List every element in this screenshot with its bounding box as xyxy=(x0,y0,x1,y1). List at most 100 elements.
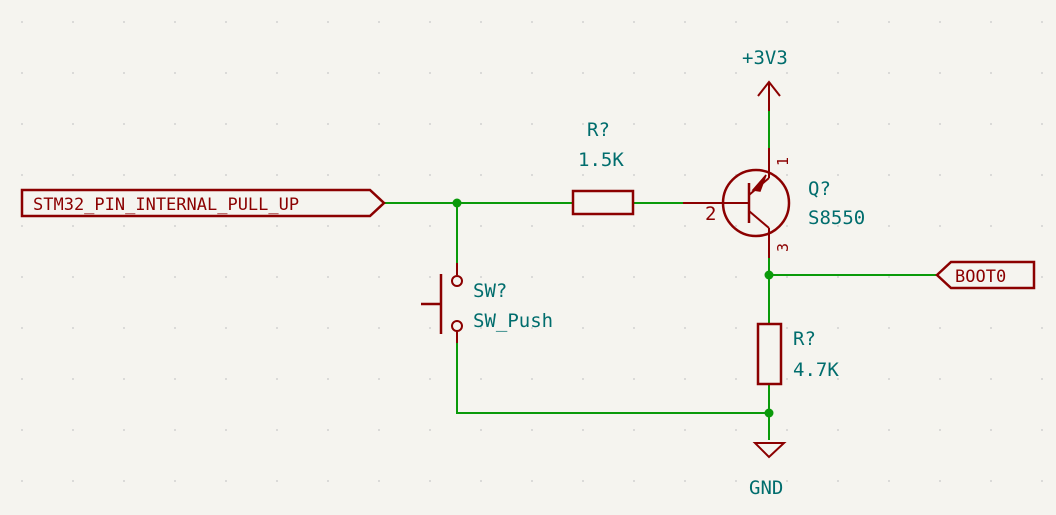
grid-dot xyxy=(225,429,227,431)
grid-dot xyxy=(633,72,635,74)
grid-dot xyxy=(429,174,431,176)
grid-dot xyxy=(225,21,227,23)
grid-dot xyxy=(1041,123,1043,125)
input-label[interactable]: STM32_PIN_INTERNAL_PULL_UP xyxy=(20,188,386,218)
grid-dot xyxy=(174,480,176,482)
grid-dot xyxy=(837,21,839,23)
wires xyxy=(384,111,937,440)
grid-dot xyxy=(480,276,482,278)
grid-dot xyxy=(888,21,890,23)
grid-dot xyxy=(990,123,992,125)
grid-dot xyxy=(837,378,839,380)
grid-dot xyxy=(990,21,992,23)
transistor-body xyxy=(721,168,791,238)
grid-dot xyxy=(378,21,380,23)
grid-dot xyxy=(225,480,227,482)
grid-dot xyxy=(582,21,584,23)
grid-dot xyxy=(633,276,635,278)
resistor-r1[interactable]: R? 1.5K xyxy=(571,119,635,216)
grid-dot xyxy=(21,72,23,74)
resistor-r2[interactable]: R? 4.7K xyxy=(756,322,839,386)
grid-dot xyxy=(378,174,380,176)
grid-dot xyxy=(72,378,74,380)
grid-dot xyxy=(72,480,74,482)
grid-dot xyxy=(990,225,992,227)
grid-dot xyxy=(21,123,23,125)
grid-dot xyxy=(531,21,533,23)
grid-dot xyxy=(123,276,125,278)
grid-dot xyxy=(786,123,788,125)
boot0-label-outline xyxy=(935,260,1036,290)
vcc-symbol[interactable]: +3V3 xyxy=(742,47,788,111)
grid-dot xyxy=(327,429,329,431)
gnd-label: GND xyxy=(749,477,783,499)
resistor-r1-ref: R? xyxy=(587,119,610,141)
grid-dot xyxy=(174,174,176,176)
grid-dot xyxy=(276,276,278,278)
grid-dot xyxy=(1041,378,1043,380)
grid-dot xyxy=(327,174,329,176)
grid-dot xyxy=(735,225,737,227)
grid-dot xyxy=(888,225,890,227)
grid-dot xyxy=(276,480,278,482)
grid-dot xyxy=(378,123,380,125)
grid-dot xyxy=(786,21,788,23)
grid-dot xyxy=(990,72,992,74)
grid-dot xyxy=(888,123,890,125)
grid-dot xyxy=(888,327,890,329)
grid-dot xyxy=(429,327,431,329)
wire-switch-to-gnd xyxy=(456,343,769,414)
grid-dot xyxy=(1041,429,1043,431)
grid-dot xyxy=(939,327,941,329)
grid-dot xyxy=(684,72,686,74)
grid-dot xyxy=(531,327,533,329)
grid-dot xyxy=(582,276,584,278)
grid-dot xyxy=(123,480,125,482)
resistor-r2-body xyxy=(756,322,783,386)
grid-dot xyxy=(480,72,482,74)
grid-dot xyxy=(480,480,482,482)
grid-dot xyxy=(480,378,482,380)
grid-dot xyxy=(327,480,329,482)
transistor-pin-1: 1 xyxy=(774,157,792,166)
grid-dot xyxy=(735,480,737,482)
transistor-value: S8550 xyxy=(808,207,865,229)
grid-dot xyxy=(276,21,278,23)
grid-dot xyxy=(837,429,839,431)
grid-dot xyxy=(939,21,941,23)
gnd-symbol[interactable]: GND xyxy=(749,442,787,499)
grid-dot xyxy=(888,72,890,74)
grid-dot xyxy=(276,378,278,380)
grid-dot xyxy=(225,276,227,278)
grid-dot xyxy=(378,429,380,431)
junction-boot0-node xyxy=(764,270,774,280)
grid-dot xyxy=(786,72,788,74)
boot0-label[interactable]: BOOT0 xyxy=(935,260,1036,290)
grid-dot xyxy=(480,225,482,227)
grid-dot xyxy=(531,225,533,227)
switch-value: SW_Push xyxy=(473,310,553,332)
grid-dot xyxy=(378,480,380,482)
gnd-triangle-icon xyxy=(752,442,787,459)
boot0-label-text: BOOT0 xyxy=(955,267,1006,287)
grid-dot xyxy=(174,327,176,329)
grid-dot xyxy=(276,72,278,74)
grid-dot xyxy=(123,225,125,227)
grid-dot xyxy=(786,327,788,329)
transistor-q1[interactable]: 1 2 3 Q? S8550 xyxy=(683,148,865,258)
grid-dot xyxy=(429,21,431,23)
grid-dot xyxy=(327,276,329,278)
grid-dot xyxy=(429,429,431,431)
grid-dot xyxy=(225,174,227,176)
grid-dot xyxy=(123,123,125,125)
grid-dot xyxy=(21,378,23,380)
switch-sw1[interactable]: SW? SW_Push xyxy=(421,263,553,343)
grid-dot xyxy=(735,276,737,278)
grid-dot xyxy=(72,429,74,431)
grid-dot xyxy=(684,480,686,482)
grid-dot xyxy=(633,378,635,380)
grid-dot xyxy=(72,327,74,329)
background-grid xyxy=(21,21,1043,482)
grid-dot xyxy=(123,429,125,431)
grid-dot xyxy=(786,480,788,482)
